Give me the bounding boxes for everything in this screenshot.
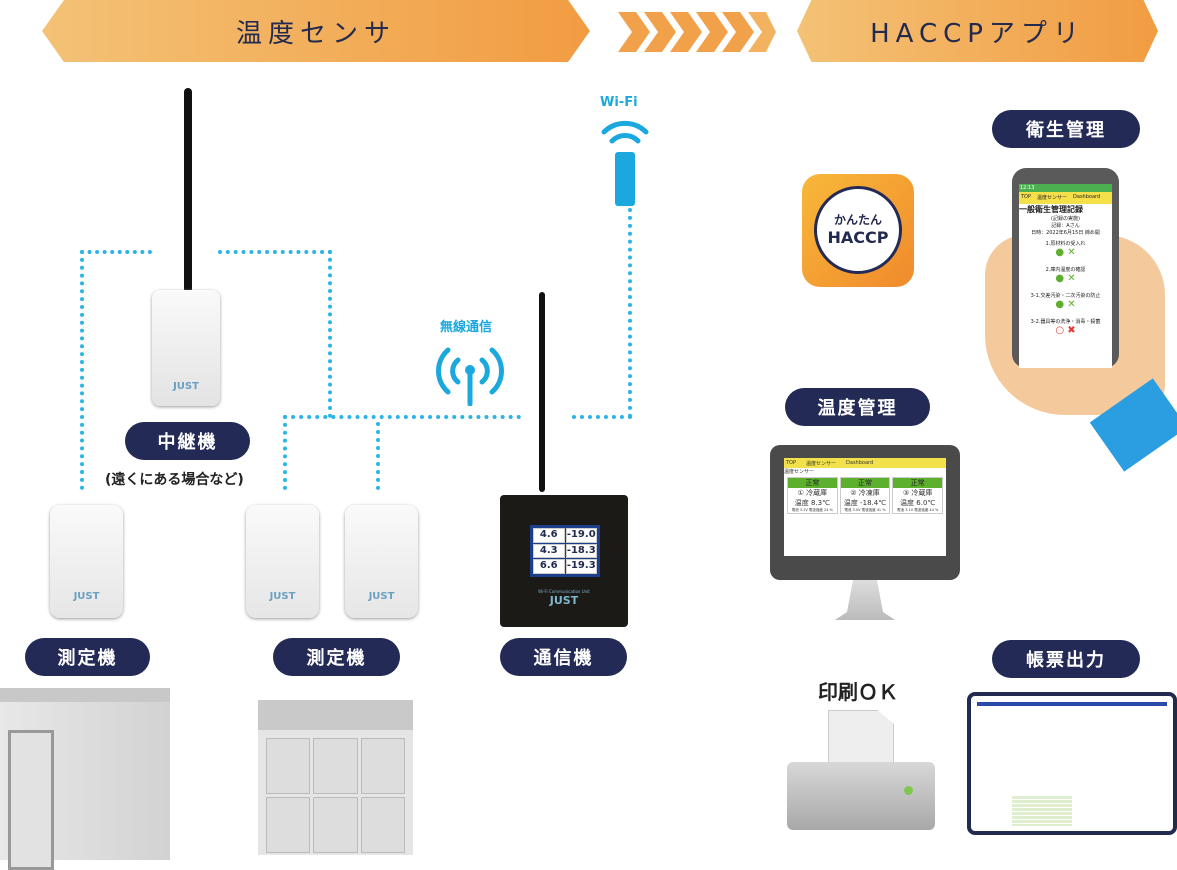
reach-in-refrigerator — [258, 700, 413, 855]
record-date: 日時：2022年6月15日 締め開 — [1031, 230, 1100, 236]
reading-cell: -18.3 — [565, 543, 597, 559]
comm-antenna — [539, 292, 545, 492]
sensor-name: ① 冷蔵庫 — [797, 489, 828, 497]
refrigerator-door — [8, 730, 54, 870]
status-badge: 正常 — [788, 478, 837, 488]
badge-comm-unit: 通信機 — [500, 638, 627, 676]
brand-logo: JUST — [173, 381, 199, 392]
banner-temperature-sensor: 温度センサ — [42, 0, 590, 62]
phone-nav: TOP 温度センサー Dashboard — [1019, 192, 1112, 204]
brand-logo: JUST — [73, 591, 100, 602]
sensor-device: JUST — [345, 505, 418, 618]
phone-subtitle: (記録の実施) — [1051, 216, 1080, 222]
reading-cell: 6.6 — [533, 559, 565, 574]
nav-dashboard[interactable]: Dashboard — [1073, 194, 1101, 200]
sensor-temp: 温度 -18.4℃ — [843, 499, 887, 507]
check-item: 2.庫内温度の確認 — [1045, 267, 1086, 273]
repeater-note: (遠くにある場合など) — [105, 472, 244, 488]
sensor-name: ③ 冷蔵庫 — [902, 489, 933, 497]
badge-temperature: 温度管理 — [785, 388, 930, 426]
refrigerator-doors — [266, 738, 405, 853]
sensor-name: ② 冷凍庫 — [850, 489, 880, 497]
connection-line — [283, 415, 521, 419]
printer — [787, 762, 935, 830]
status-bar: 12:13 — [1019, 184, 1112, 192]
sensor-meta: 電池 3.0V 電波強度 41 % — [844, 508, 886, 512]
ok-ng-buttons[interactable]: ● ✕ — [1055, 273, 1076, 284]
connection-line — [572, 415, 632, 419]
banner-label: 温度センサ — [235, 18, 396, 49]
wireless-label: 無線通信 — [440, 320, 493, 335]
reading-cell: -19.0 — [565, 528, 597, 543]
wifi-label: Wi-Fi — [600, 95, 638, 110]
nav-sensor[interactable]: 温度センサー — [806, 461, 837, 467]
sensor-device: JUST — [50, 505, 123, 618]
reading-cell: -19.3 — [565, 559, 597, 574]
repeater-antenna — [184, 88, 192, 293]
repeater-device: JUST — [152, 290, 220, 406]
badge-sensor: 測定機 — [273, 638, 400, 676]
connection-line — [376, 422, 380, 490]
recorder: 記録：Aさん — [1051, 223, 1080, 229]
comm-screen: 4.6 -19.0 4.3 -18.3 6.6 -19.3 — [530, 525, 600, 577]
check-item: 1.原材料の受入れ — [1045, 241, 1086, 247]
check-item: 3-1.交差汚染・二次汚染の防止 — [1030, 293, 1101, 299]
banner-haccp-app: HACCPアプリ — [797, 0, 1158, 62]
wifi-router-icon — [601, 120, 649, 206]
check-item: 3-2.器具等の洗浄・消毒・殺菌 — [1030, 319, 1101, 325]
status-badge: 正常 — [840, 478, 890, 488]
monitor-stand — [835, 580, 895, 620]
wireless-signal-icon — [436, 347, 504, 406]
ok-ng-buttons[interactable]: ● ✕ — [1055, 299, 1076, 310]
reading-cell: 4.3 — [533, 543, 565, 559]
status-badge: 正常 — [893, 478, 943, 488]
connection-line — [628, 208, 632, 418]
report-document — [967, 692, 1177, 835]
nav-top[interactable]: TOP — [1021, 194, 1032, 200]
phone-title: 一般衛生管理記録 — [1019, 205, 1083, 214]
connection-line — [80, 250, 152, 254]
monitor-nav: TOP 温度センサー Dashboard — [784, 458, 946, 468]
ok-ng-buttons[interactable]: ● ✕ — [1055, 247, 1076, 258]
badge-report: 帳票出力 — [992, 640, 1140, 678]
nav-sensor[interactable]: 温度センサー — [1037, 195, 1068, 201]
smartphone: 12:13 TOP 温度センサー Dashboard 一般衛生管理記録 (記録の実施… — [1012, 168, 1119, 368]
sensor-meta: 電池 3.1V 電波強度 44 % — [897, 508, 939, 512]
badge-repeater: 中継機 — [125, 422, 250, 460]
ok-ng-buttons[interactable]: ○ ✖ — [1055, 325, 1076, 336]
sensor-temp: 温度 8.3℃ — [794, 499, 830, 507]
walk-in-refrigerator — [0, 688, 170, 870]
monitor-heading: 温度センサー — [784, 469, 815, 475]
badge-sensor: 測定機 — [25, 638, 150, 676]
connection-line — [80, 250, 84, 490]
connection-line — [283, 415, 287, 490]
nav-dashboard[interactable]: Dashboard — [846, 460, 874, 466]
reading-cell: 4.6 — [533, 528, 565, 543]
brand-logo: JUST — [368, 591, 395, 602]
badge-hygiene: 衛生管理 — [992, 110, 1140, 148]
sensor-meta: 電池 3.1V 電波強度 24 % — [791, 508, 833, 512]
banner-label: HACCPアプリ — [870, 18, 1085, 49]
print-ok-label: 印刷ＯＫ — [818, 680, 898, 704]
connection-line — [218, 250, 332, 254]
report-table — [1012, 796, 1072, 826]
comm-unit-device: 4.6 -19.0 4.3 -18.3 6.6 -19.3 Wi-Fi Comm… — [500, 495, 628, 627]
sensor-device: JUST — [246, 505, 319, 618]
chevron-arrows-icon — [618, 12, 776, 52]
brand-logo: JUST — [269, 591, 296, 602]
sensor-temp: 温度 6.0℃ — [900, 499, 936, 507]
nav-top[interactable]: TOP — [786, 460, 797, 466]
connection-line — [328, 250, 332, 418]
phone-screen: 12:13 TOP 温度センサー Dashboard 一般衛生管理記録 (記録の実施… — [1019, 184, 1112, 368]
